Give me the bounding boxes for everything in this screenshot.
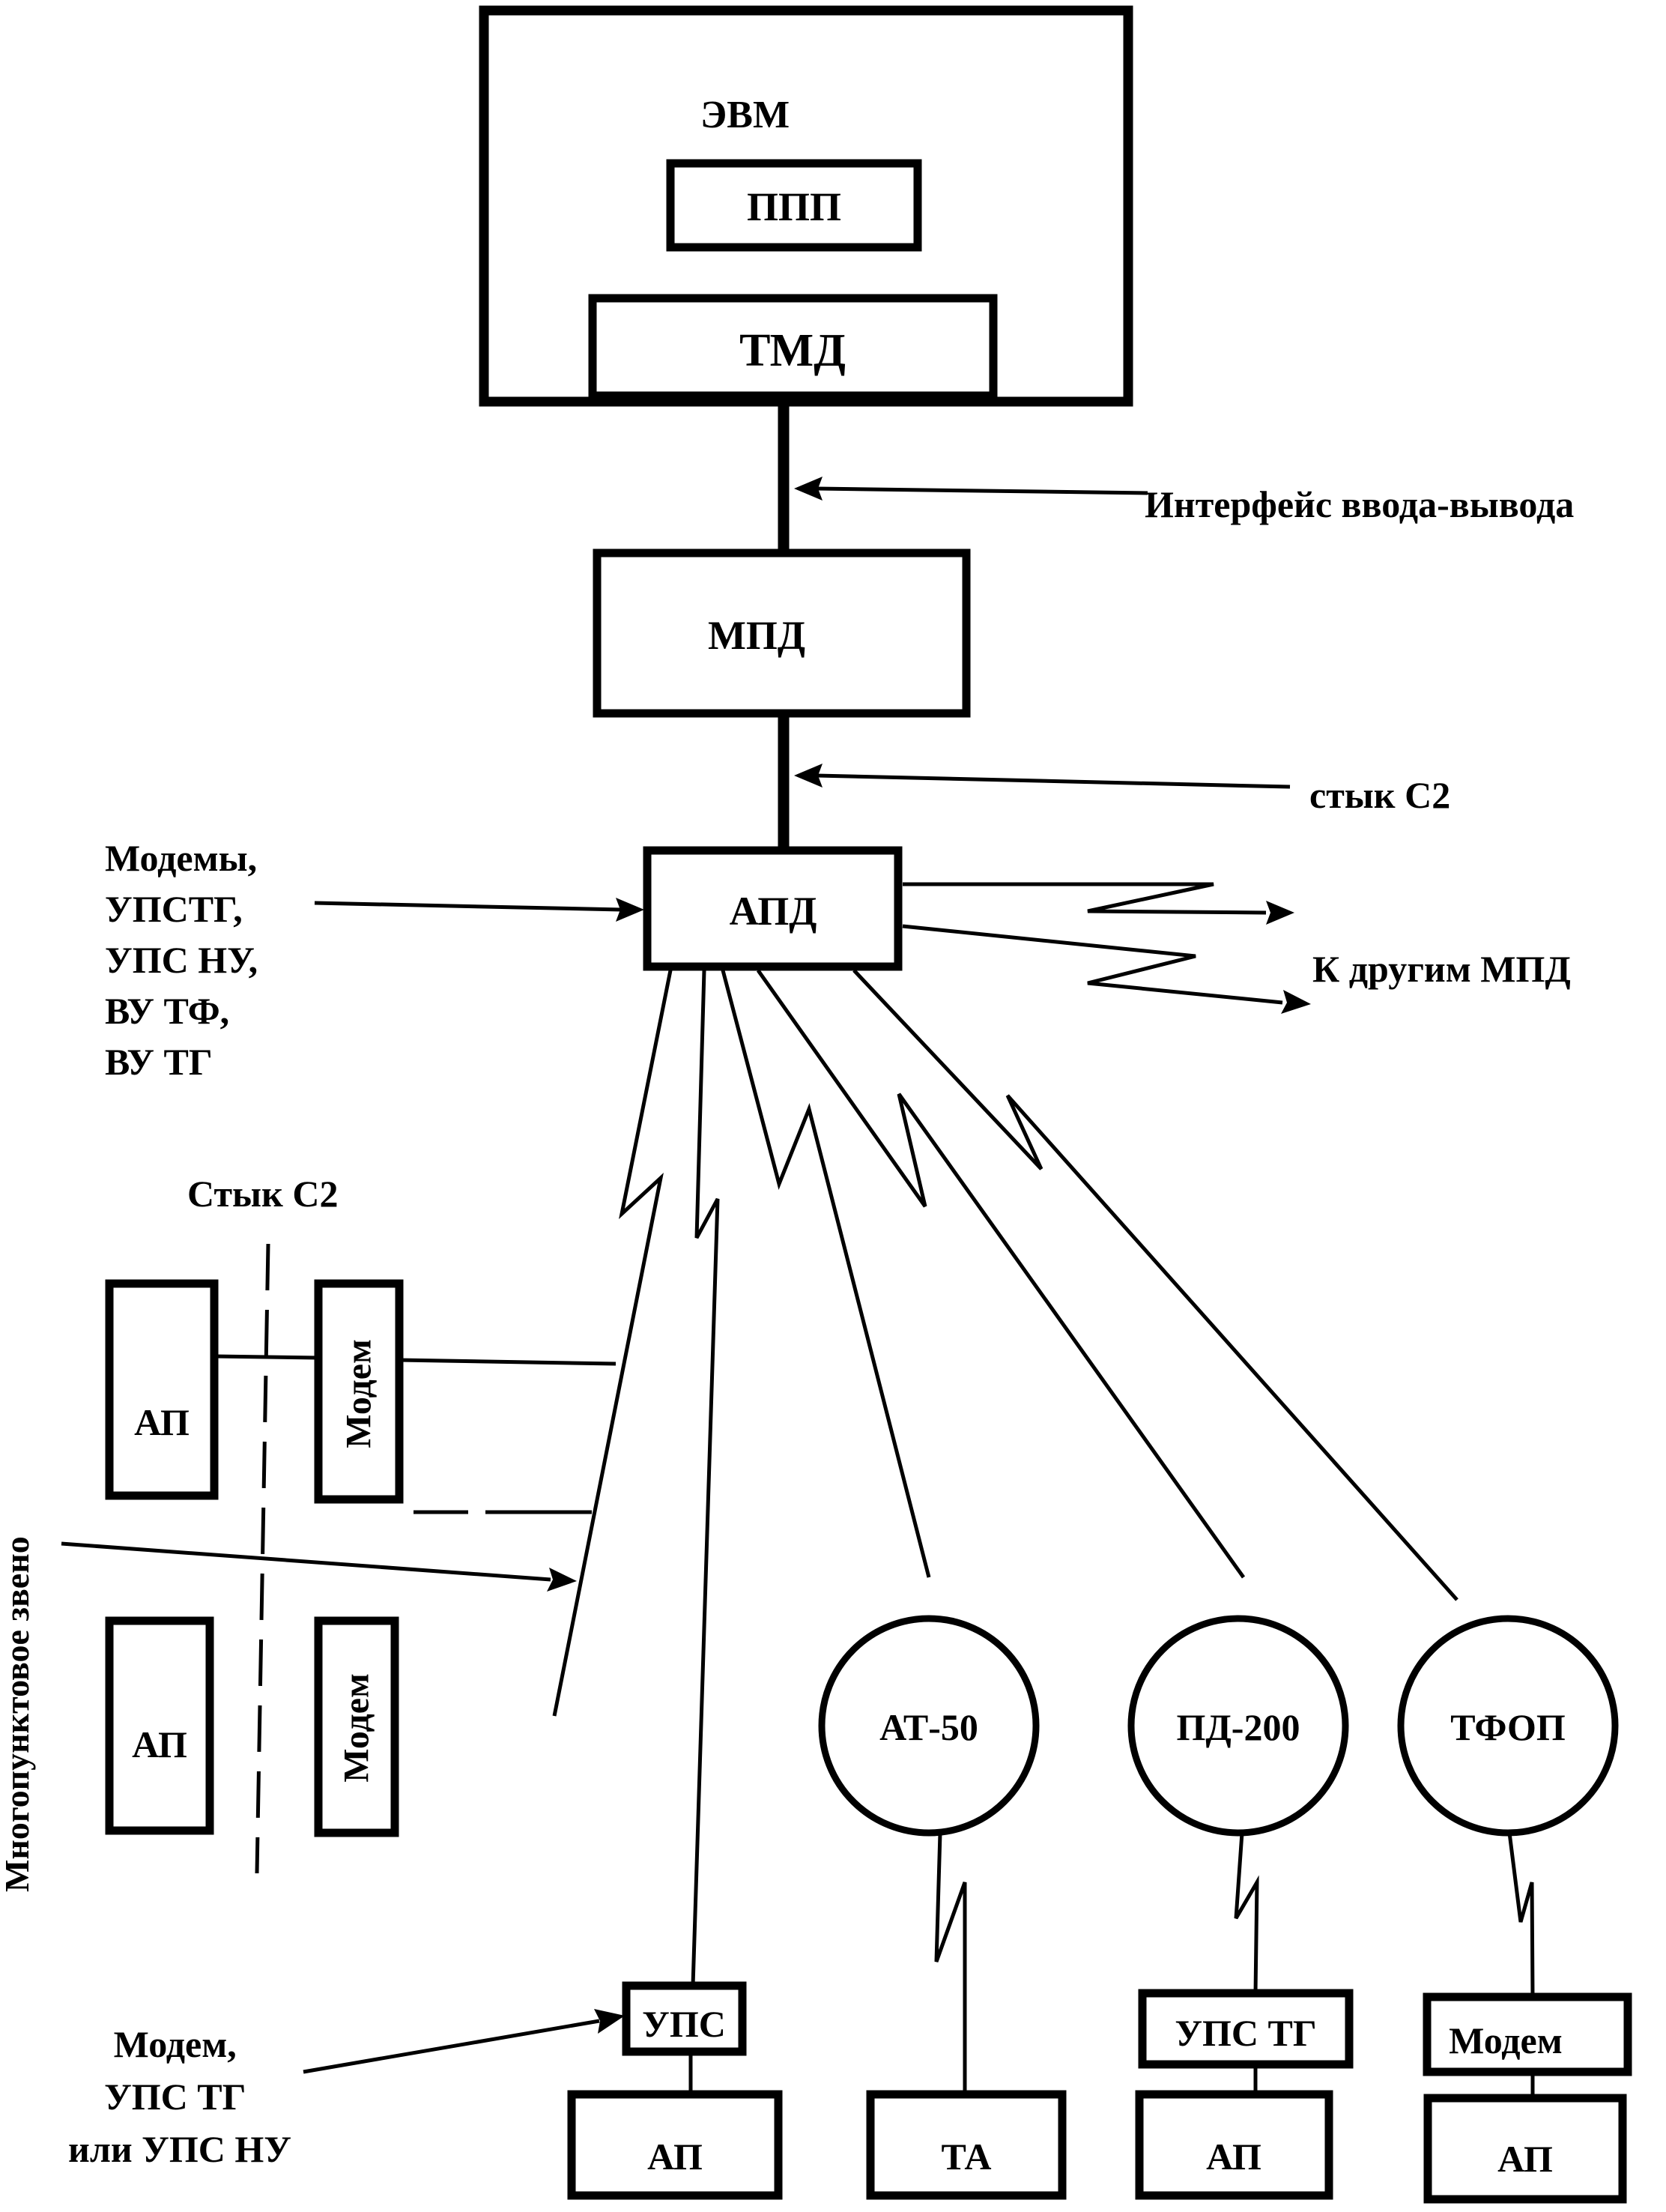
modem-box	[314, 1616, 399, 1837]
device-bottom-label: АП	[1206, 2136, 1261, 2178]
device-bottom-label: АП	[647, 2136, 703, 2178]
arrow-head	[547, 1568, 577, 1592]
apd-input-line: ВУ ТФ,	[105, 990, 229, 1032]
bottom-left-line: Модем,	[114, 2023, 237, 2065]
ups-line	[691, 970, 720, 1986]
tmd-label: ТМД	[739, 325, 846, 376]
io-interface-annotation: Интерфейс ввода-вывода	[794, 477, 1574, 525]
mpd-label: МПД	[708, 613, 805, 658]
multipoint-vertical-label: Многопунктовое звено	[0, 1536, 36, 1892]
bottom-device-ta: ТА	[866, 2090, 1067, 2200]
modem-box	[1423, 1992, 1632, 2076]
bottom-device-ups-tg: УПС ТГ АП	[1135, 1989, 1354, 2200]
apd-input-line: УПС НУ,	[105, 939, 258, 981]
computer-label: ЭВМ	[700, 94, 790, 136]
arrow-head	[794, 477, 823, 501]
at50-line	[721, 970, 931, 1578]
ap-box	[1423, 2094, 1627, 2204]
device-top-label: Модем	[1449, 2019, 1563, 2061]
ups-box	[622, 1981, 747, 2056]
apd-input-line: ВУ ТГ	[105, 1041, 213, 1083]
junction-dashed-line	[255, 1243, 270, 1874]
multipoint-junction-label: Стык С2	[187, 1173, 338, 1215]
modem-box	[314, 1279, 404, 1504]
io-interface-label: Интерфейс ввода-вывода	[1145, 483, 1574, 525]
ta-box	[866, 2090, 1067, 2200]
network-tfop: ТФОП	[1397, 1615, 1619, 1837]
bottom-left-line: или УПС НУ	[68, 2128, 291, 2170]
pd200-line	[756, 969, 1246, 1579]
other-mpd-label: К другим МПД	[1312, 948, 1571, 990]
bottom-left-arrow-line	[303, 2019, 600, 2074]
arrow-head	[616, 898, 644, 922]
bottom-left-text: Модем, УПС ТГ или УПС НУ	[68, 2023, 291, 2170]
apd-box	[643, 846, 903, 971]
network-circle	[1127, 1615, 1349, 1837]
computer-block: ЭВМ ППП ТМД	[479, 5, 1133, 407]
arrow-head	[1266, 901, 1294, 925]
device-top-label: УПС	[642, 2003, 726, 2045]
modem-line-link	[399, 1358, 617, 1366]
ap-box	[105, 1616, 214, 1835]
pd200-down-line	[1234, 1832, 1259, 1994]
apd-input-line: УПСТГ,	[105, 888, 243, 930]
bottom-device-modem: Модем АП	[1423, 1992, 1632, 2204]
ap-box	[567, 2090, 783, 2200]
program-label: ППП	[747, 184, 841, 229]
network-circle	[818, 1615, 1040, 1837]
apd-inputs-text: Модемы, УПСТГ, УПС НУ, ВУ ТФ, ВУ ТГ	[105, 837, 267, 1083]
modem-label: Модем	[339, 1339, 379, 1448]
device-bottom-label: АП	[1497, 2138, 1553, 2180]
network-label: АТ-50	[879, 1706, 978, 1748]
modem-label: Модем	[337, 1673, 377, 1783]
ap-box	[1135, 2090, 1333, 2200]
network-circle	[1397, 1615, 1619, 1837]
network-pd200: ПД-200	[1127, 1615, 1349, 1837]
tfop-down-line	[1507, 1832, 1535, 1998]
mpd-box	[593, 549, 971, 718]
device-bottom-label: ТА	[942, 2136, 992, 2178]
ap-label: АП	[132, 1723, 187, 1765]
arrow-head	[1281, 990, 1311, 1014]
bottom-device-ups: УПС АП	[567, 1981, 783, 2200]
multipoint-line	[552, 970, 673, 1717]
arrow-head	[794, 764, 823, 788]
apd-branch-lines	[552, 969, 1458, 1986]
network-label: ПД-200	[1177, 1706, 1300, 1748]
apd-label: АПД	[730, 889, 817, 934]
ap-box	[105, 1279, 219, 1500]
junction-label: стык С2	[1309, 774, 1450, 816]
multipoint-section: Многопунктовое звено Стык С2 АП АП Модем…	[0, 1173, 617, 1892]
apd-input-line: Модемы,	[105, 837, 257, 879]
multipoint-arrow-line	[61, 1541, 551, 1582]
network-at50: АТ-50	[818, 1615, 1040, 1837]
apd-inputs-annotation: Модемы, УПСТГ, УПС НУ, ВУ ТФ, ВУ ТГ	[105, 837, 644, 1083]
bottom-left-annotation: Модем, УПС ТГ или УПС НУ	[68, 2009, 625, 2170]
tmd-box	[588, 294, 998, 400]
ups-tg-box	[1138, 1989, 1354, 2069]
device-top-label: УПС ТГ	[1175, 2012, 1316, 2054]
network-label: ТФОП	[1450, 1706, 1566, 1748]
ap-label: АП	[134, 1401, 190, 1443]
other-mpd-links: К другим МПД	[902, 882, 1571, 1014]
tfop-line	[852, 969, 1458, 1601]
at50-down-line	[934, 1832, 967, 2094]
ap-modem-link	[213, 1354, 319, 1360]
junction-annotation: стык С2	[794, 764, 1450, 816]
program-box	[666, 159, 922, 252]
bottom-left-line: УПС ТГ	[104, 2076, 246, 2118]
arrow-head	[594, 2009, 625, 2034]
